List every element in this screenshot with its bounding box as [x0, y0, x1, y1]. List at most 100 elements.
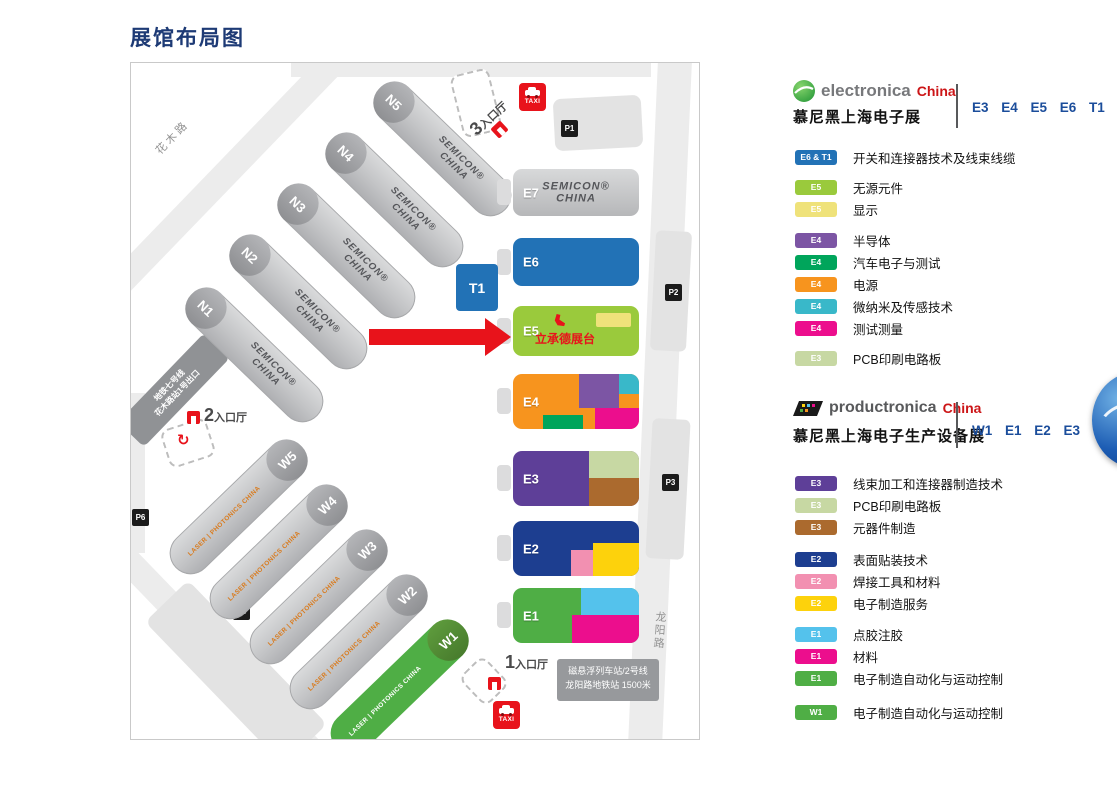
hall-badge: E3: [795, 350, 837, 366]
legend-label: 显示: [853, 203, 879, 218]
hall-e6: E6: [513, 238, 639, 286]
legend-label: 微纳米及传感技术: [853, 300, 954, 315]
hall-badge: E1: [795, 670, 837, 686]
hall-e4-label: E4: [523, 394, 539, 409]
entrance-1-label: 1入口厅: [505, 652, 549, 672]
maglev-station-note: 磁悬浮列车站/2号线 龙阳路地铁站 1500米: [557, 659, 659, 701]
floating-widget[interactable]: [1092, 372, 1117, 468]
hall-e7: E7 SEMICON®CHINA: [513, 169, 639, 216]
hall-badge: E2: [795, 595, 837, 611]
hall-badge: E3: [795, 475, 837, 491]
taxi-stand-south: TAXI: [493, 701, 520, 729]
hall-e1: E1: [513, 588, 639, 643]
e2-soldering-section: [571, 550, 593, 576]
legend-item: E4 电源: [795, 276, 879, 293]
hall-badge: E4: [795, 232, 837, 248]
legend-label: 电子制造自动化与运动控制: [853, 672, 1004, 687]
taxi-label: TAXI: [524, 97, 541, 105]
legend-item: E4 汽车电子与测试: [795, 254, 941, 271]
e3-pcb-section: [589, 451, 639, 478]
legend-item: E4 测试测量: [795, 320, 904, 337]
entrance1-hall-outline: [457, 654, 511, 708]
hall-badge: E1: [795, 648, 837, 664]
legend-item: E5 显示: [795, 201, 879, 218]
legend-label: 元器件制造: [853, 521, 916, 536]
hall-badge: E3: [795, 519, 837, 535]
legend-label: 开关和连接器技术及线束线缆: [853, 151, 1016, 166]
maglev-line: 磁悬浮列车站/2号线: [568, 666, 648, 676]
hall-e4: E4: [513, 374, 639, 429]
productronica-title: 慕尼黑上海电子生产设备展: [793, 428, 986, 445]
hall-e7-label: E7: [523, 185, 539, 200]
legend-item: E2 焊接工具和材料: [795, 573, 941, 590]
hall-stub: [497, 535, 511, 561]
hall-t1-label: T1: [468, 279, 486, 296]
hall-e2-label: E2: [523, 541, 539, 556]
hall-badge: E4: [795, 254, 837, 270]
legend-label: 表面贴装技术: [853, 553, 929, 568]
legend-item: E1 点胶注胶: [795, 626, 904, 643]
legend-item: E3 PCB印刷电路板: [795, 350, 942, 367]
taxi-stand-north: TAXI: [519, 83, 546, 111]
hall-stub: [497, 179, 511, 205]
taxi-label: TAXI: [498, 715, 515, 723]
hall-e3: E3: [513, 451, 639, 506]
hall-badge: E1: [795, 626, 837, 642]
hall-badge: E2: [795, 573, 837, 589]
road-north-edge: [291, 63, 651, 77]
e4-automotive-section: [543, 415, 583, 429]
hall-badge: E4: [795, 298, 837, 314]
parking-marker-p1: P1: [561, 120, 578, 137]
legend-label: 汽车电子与测试: [853, 256, 941, 271]
hall-badge: E6 & T1: [795, 149, 837, 165]
parking-marker-p3: P3: [662, 474, 679, 491]
parking-marker-p6: P6: [132, 509, 149, 526]
legend-item: E1 材料: [795, 648, 878, 665]
productronica-wordmark: productronica: [829, 399, 937, 416]
e2-ems-section: [593, 543, 639, 576]
electronica-wordmark: electronica: [821, 81, 911, 100]
legend-item: W1 电子制造自动化与运动控制: [795, 704, 1003, 721]
hall-e1-label: E1: [523, 608, 539, 623]
productronica-halls: W1 E1 E2 E3: [972, 423, 1081, 438]
car-icon: [499, 704, 514, 716]
e4-semiconductor-section: [579, 374, 619, 408]
hall-e2: E2: [513, 521, 639, 576]
turnaround-icon: ↻: [177, 432, 190, 449]
hall-badge: E3: [795, 497, 837, 513]
legend-item: E4 微纳米及传感技术: [795, 298, 954, 315]
booth-arrow-head-icon: [485, 318, 511, 356]
legend-label: 焊接工具和材料: [853, 575, 941, 590]
hall-badge: E5: [795, 179, 837, 195]
legend-item: E2 表面贴装技术: [795, 551, 929, 568]
hall-badge: E5: [795, 201, 837, 217]
productronica-country: China: [942, 400, 982, 416]
legend-item: E6 & T1 开关和连接器技术及线束线缆: [795, 149, 1016, 166]
legend-item: E3 元器件制造: [795, 519, 916, 536]
legend-label: PCB印刷电路板: [853, 352, 942, 367]
hall-badge: E4: [795, 320, 837, 336]
e4-micro-nano-section: [619, 374, 639, 394]
hall-badge: E2: [795, 551, 837, 567]
hall-badge: E4: [795, 276, 837, 292]
hall-t1: T1: [456, 264, 498, 311]
legend-label: 点胶注胶: [853, 628, 904, 643]
car-icon: [525, 86, 540, 98]
productronica-keyboard-icon: [793, 400, 823, 416]
venue-map: 花木路 芳甸路 龙阳路 P1 P2 P3 P5 P6 地铁七号线 花木路站1号出…: [130, 62, 700, 740]
page-title: 展馆布局图: [130, 27, 245, 50]
legend-label: 线束加工和连接器制造技术: [853, 477, 1004, 492]
electronica-halls: E3 E4 E5 E6 T1: [972, 100, 1105, 115]
hall-e6-label: E6: [523, 254, 539, 270]
entrance-2-gate-icon: [187, 411, 200, 424]
road-label-huamu: 花木路: [153, 118, 192, 157]
legend-label: 半导体: [853, 234, 891, 249]
booth-label: 立承德展台: [535, 332, 596, 346]
electronica-title: 慕尼黑上海电子展: [793, 109, 922, 126]
legend-label: 电源: [853, 278, 879, 293]
electronica-logo: electronica China: [793, 80, 956, 102]
e4-test-measure-section: [595, 408, 639, 429]
legend-label: 无源元件: [853, 181, 904, 196]
legend-label: PCB印刷电路板: [853, 499, 942, 514]
legend-label: 测试测量: [853, 322, 904, 337]
